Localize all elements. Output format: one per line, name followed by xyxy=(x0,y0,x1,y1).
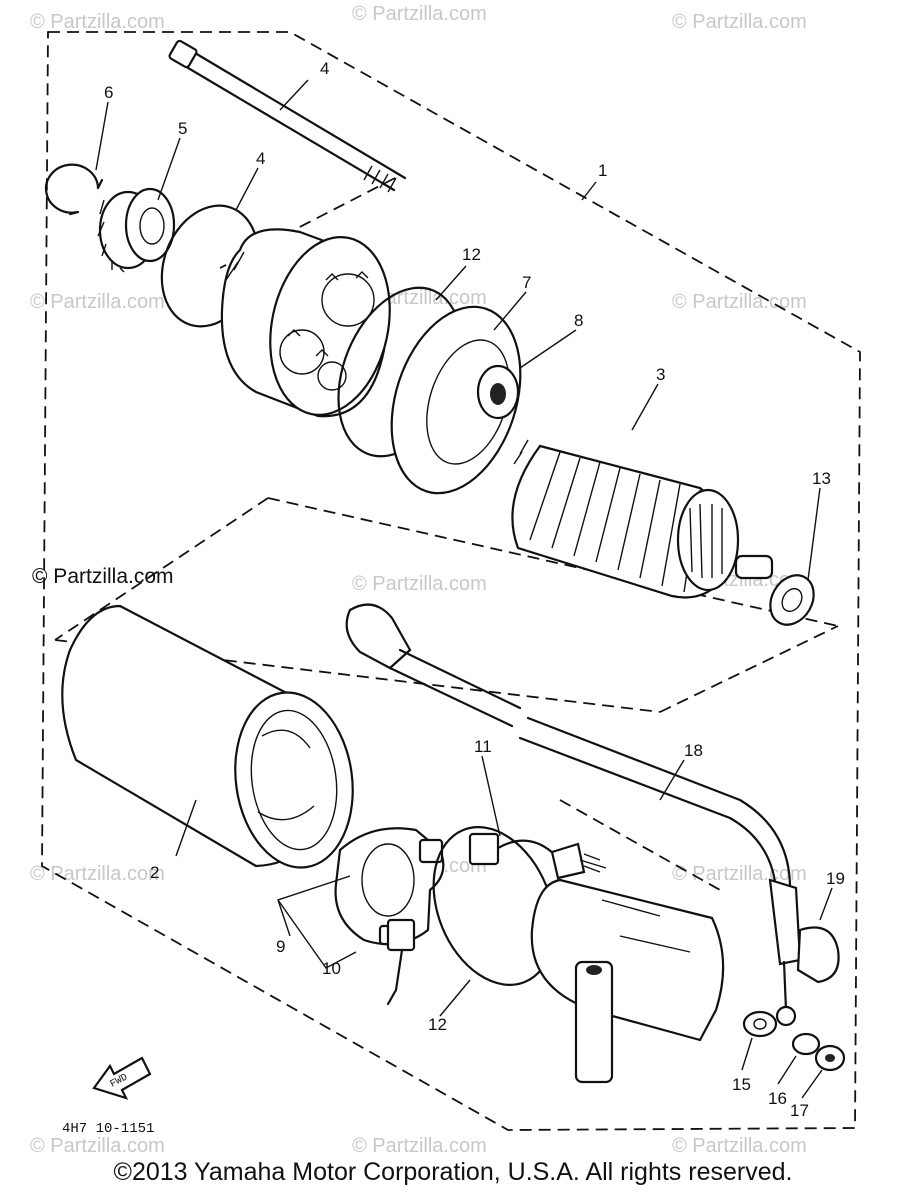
front-cover xyxy=(220,228,391,418)
group-line-armature xyxy=(54,497,839,713)
callout-8: 8 xyxy=(574,311,583,330)
watermark: © Partzilla.com xyxy=(352,1135,487,1157)
bushing xyxy=(476,364,520,420)
watermark: © Partzilla.com xyxy=(672,11,807,33)
callout-11: 11 xyxy=(474,737,492,756)
terminal-boot xyxy=(796,926,840,984)
brush-bracket xyxy=(277,875,357,969)
pinion-gear xyxy=(97,187,176,273)
watermark: © Partzilla.com xyxy=(30,291,165,313)
partzilla-credit: © Partzilla.com xyxy=(32,565,174,588)
callout-18: 18 xyxy=(684,741,703,760)
callout-9: 9 xyxy=(276,937,285,956)
thrust-washer xyxy=(769,574,815,626)
callout-2: 2 xyxy=(150,863,159,882)
leader-lines xyxy=(95,79,833,1099)
callout-3: 3 xyxy=(656,365,665,384)
callouts: 4 1 6 5 4 12 7 8 3 13 2 11 18 19 9 10 12… xyxy=(104,59,845,1120)
callout-16: 16 xyxy=(768,1089,787,1108)
rear-cover xyxy=(530,878,725,1084)
callout-10: 10 xyxy=(322,959,341,978)
watermark: © Partzilla.com xyxy=(30,1135,165,1157)
callout-7: 7 xyxy=(522,273,531,292)
yoke xyxy=(61,604,354,869)
assembly-boundary xyxy=(41,31,861,1131)
watermark: © Partzilla.com xyxy=(30,11,165,33)
brush-lead xyxy=(468,832,607,880)
armature xyxy=(511,439,774,599)
lead-wire xyxy=(345,603,802,1027)
copyright-footer: ©2013 Yamaha Motor Corporation, U.S.A. A… xyxy=(113,1158,793,1186)
watermark: © Partzilla.com xyxy=(352,573,487,595)
callout-13: 13 xyxy=(812,469,831,488)
terminal-hardware xyxy=(742,1010,846,1072)
watermark: © Partzilla.com xyxy=(352,3,487,25)
callout-12: 12 xyxy=(462,245,481,264)
through-bolt xyxy=(168,39,407,193)
callout-1: 1 xyxy=(598,161,607,180)
callout-17: 17 xyxy=(790,1101,809,1120)
watermark: © Partzilla.com xyxy=(30,863,165,885)
watermark: © Partzilla.com xyxy=(672,291,807,313)
callout-15: 15 xyxy=(732,1075,751,1094)
drawing-code: 4H7 10-1151 xyxy=(62,1121,154,1137)
circlip xyxy=(44,163,104,216)
callout-19: 19 xyxy=(826,869,845,888)
group-line-lower xyxy=(559,799,721,891)
callout-6: 6 xyxy=(104,83,113,102)
callout-4: 4 xyxy=(320,59,329,78)
o-ring-lower xyxy=(432,826,556,986)
watermark: © Partzilla.com xyxy=(672,1135,807,1157)
watermark: © Partzilla.com xyxy=(672,863,807,885)
callout-12: 12 xyxy=(428,1015,447,1034)
callout-5: 5 xyxy=(178,119,187,138)
brush xyxy=(386,918,416,1006)
callout-4: 4 xyxy=(256,149,265,168)
fwd-arrow: FWD xyxy=(92,1056,152,1100)
